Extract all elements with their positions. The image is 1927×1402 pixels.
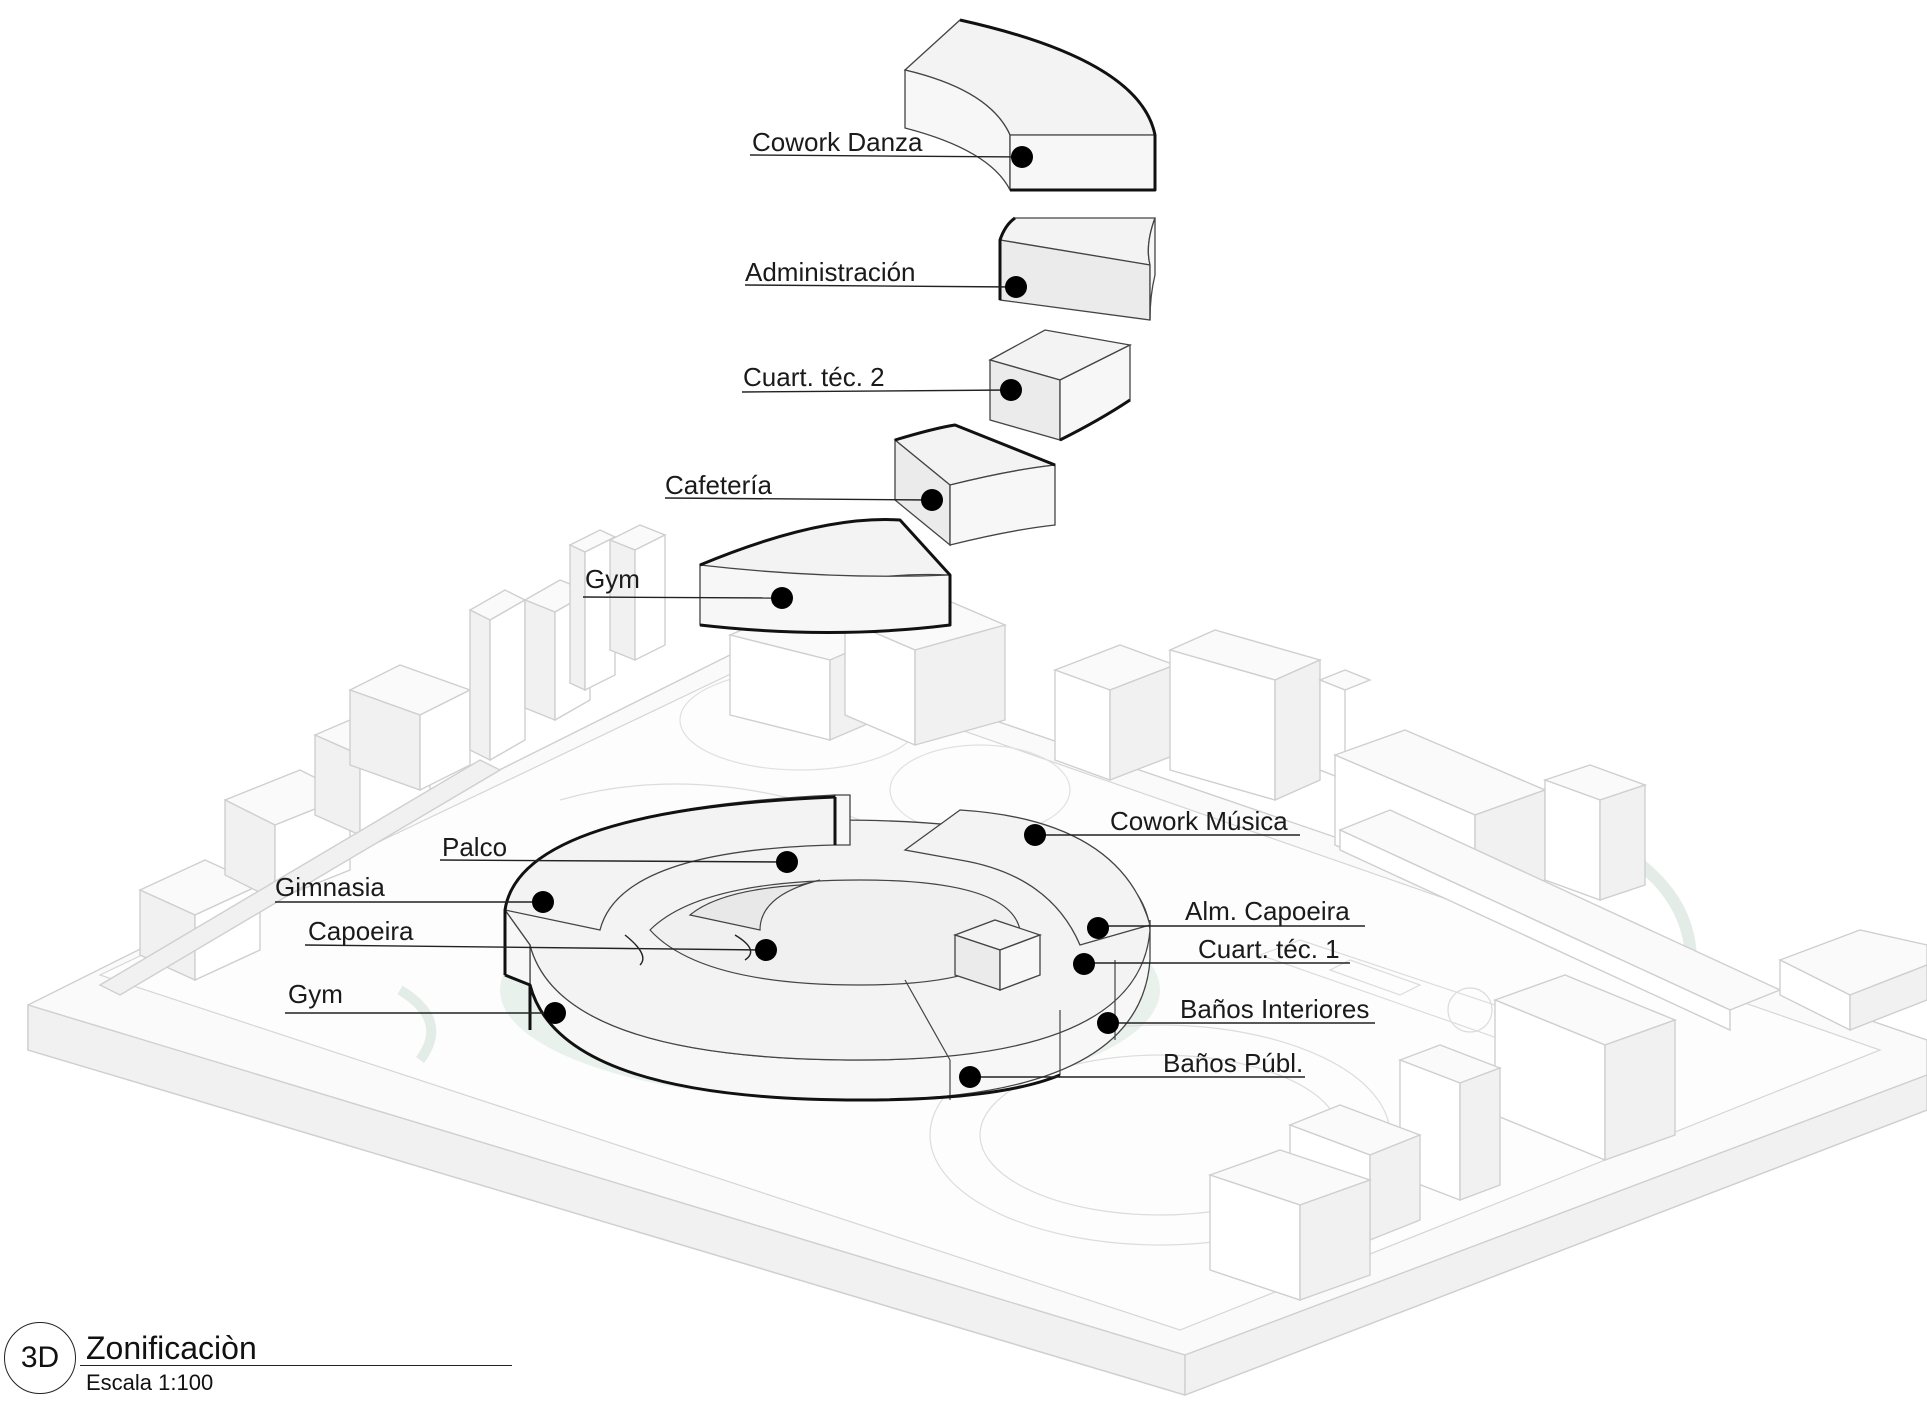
dot-banos-publ [959, 1066, 981, 1088]
dot-cafeteria [921, 489, 943, 511]
dot-gym-lower [544, 1002, 566, 1024]
label-cuart-tec-2: Cuart. téc. 2 [743, 362, 885, 392]
drawing-scale: Escala 1:100 [86, 1370, 214, 1395]
dot-gimnasia [532, 891, 554, 913]
label-gym-upper: Gym [585, 564, 640, 594]
label-cowork-musica: Cowork Música [1110, 806, 1288, 836]
drawing-number-badge: 3D [4, 1322, 76, 1394]
zone-labels: Cowork Danza Administración Cuart. téc. … [275, 127, 1369, 1078]
label-banos-interiores: Baños Interiores [1180, 994, 1369, 1024]
marker-dots [532, 146, 1119, 1088]
volume-cowork-danza [903, 18, 1157, 192]
dot-cuart-tec-2 [1000, 379, 1022, 401]
dot-capoeira [755, 939, 777, 961]
dot-gym-upper [771, 587, 793, 609]
volume-cafeteria [893, 423, 1056, 547]
volume-gym-upper [698, 518, 952, 634]
label-cafeteria: Cafetería [665, 470, 772, 500]
label-cowork-danza: Cowork Danza [752, 127, 923, 157]
drawing-title: Zonificaciòn [86, 1330, 257, 1366]
dot-banos-interiores [1097, 1012, 1119, 1034]
title-underline [80, 1365, 512, 1366]
label-administracion: Administración [745, 257, 916, 287]
ground-ring [503, 794, 1151, 1102]
label-gimnasia: Gimnasia [275, 872, 385, 902]
label-alm-capoeira: Alm. Capoeira [1185, 896, 1350, 926]
label-gym-lower: Gym [288, 979, 343, 1009]
dot-administracion [1005, 276, 1027, 298]
label-cuart-tec-1: Cuart. téc. 1 [1198, 934, 1340, 964]
label-capoeira: Capoeira [308, 916, 414, 946]
dot-cowork-danza [1011, 146, 1033, 168]
context-buildings [98, 524, 1927, 1301]
dot-cuart-tec-1 [1073, 953, 1095, 975]
dot-palco [776, 851, 798, 873]
leaders [275, 154, 1375, 1078]
volume-administracion [998, 216, 1156, 321]
label-palco: Palco [442, 832, 507, 862]
label-banos-publ: Baños Públ. [1163, 1048, 1303, 1078]
dot-alm-capoeira [1087, 917, 1109, 939]
dot-cowork-musica [1024, 824, 1046, 846]
